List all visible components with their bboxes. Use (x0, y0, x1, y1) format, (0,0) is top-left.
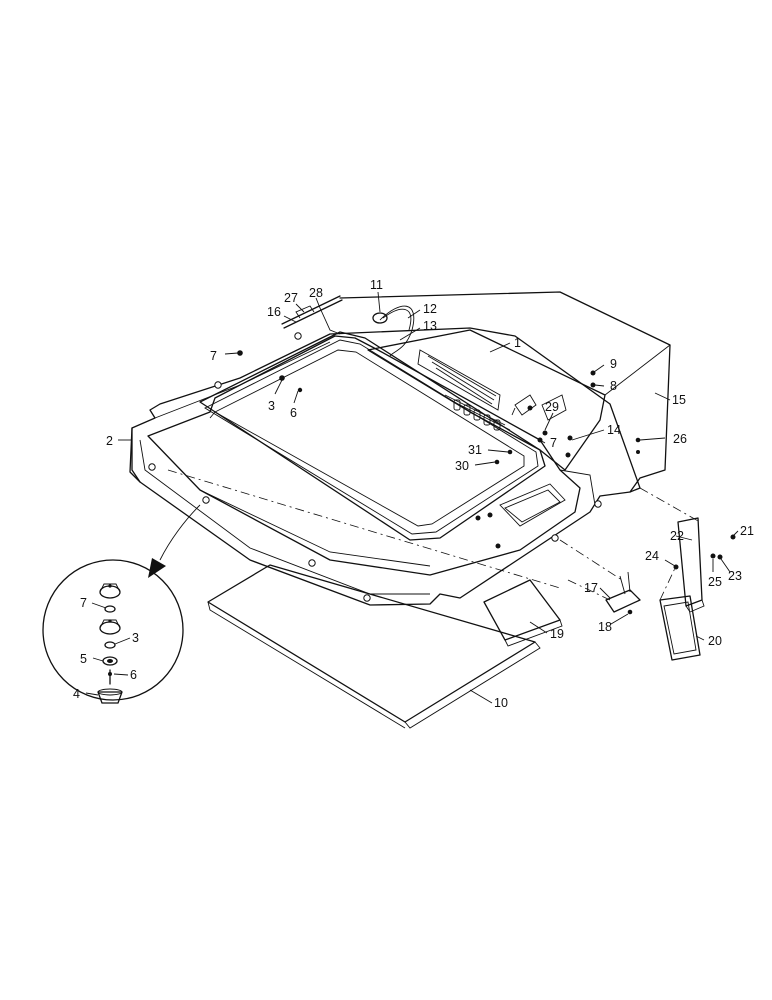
callout-labels: 1 2 3 6 7 7 8 9 10 11 12 13 14 15 16 17 … (73, 278, 754, 710)
callout-11: 11 (370, 278, 383, 292)
hardware-dots (237, 350, 736, 615)
detail-inset (42, 504, 201, 704)
callout-17: 17 (584, 581, 598, 595)
sun-visor (483, 579, 563, 647)
callout-31: 31 (468, 443, 482, 457)
bracket (559, 539, 641, 613)
mirror-assembly (639, 487, 705, 661)
callout-18: 18 (598, 620, 612, 634)
callout-19: 19 (550, 627, 564, 641)
callout-6: 6 (290, 406, 297, 420)
callout-24: 24 (645, 549, 659, 563)
detail-callout-5: 5 (80, 652, 87, 666)
callout-2: 2 (106, 434, 113, 448)
callout-13: 13 (423, 319, 437, 333)
callout-9: 9 (610, 357, 617, 371)
headliner-mat (207, 564, 541, 729)
callout-21: 21 (740, 524, 754, 538)
callout-29: 29 (545, 400, 559, 414)
callout-15: 15 (672, 393, 686, 407)
callout-14: 14 (607, 423, 621, 437)
callout-22: 22 (670, 529, 684, 543)
callout-30: 30 (455, 459, 469, 473)
callout-23: 23 (728, 569, 742, 583)
hinge-and-wires (281, 295, 415, 357)
callout-12: 12 (423, 302, 437, 316)
detail-callout-7: 7 (80, 596, 87, 610)
side-panel (339, 291, 671, 493)
callout-7: 7 (210, 349, 217, 363)
callout-7b: 7 (550, 436, 557, 450)
detail-callout-6: 6 (130, 668, 137, 682)
callout-10: 10 (494, 696, 508, 710)
detail-callout-4: 4 (73, 687, 80, 701)
callout-8: 8 (610, 379, 617, 393)
callout-27: 27 (284, 291, 298, 305)
leader-lines (85, 291, 739, 704)
roof-panel (129, 327, 641, 606)
callout-26: 26 (673, 432, 687, 446)
callout-1: 1 (514, 336, 521, 350)
callout-20: 20 (708, 634, 722, 648)
detail-callout-3: 3 (132, 631, 139, 645)
callout-3: 3 (268, 399, 275, 413)
callout-16: 16 (267, 305, 281, 319)
callout-25: 25 (708, 575, 722, 589)
callout-28: 28 (309, 286, 323, 300)
console-housing (367, 329, 606, 471)
